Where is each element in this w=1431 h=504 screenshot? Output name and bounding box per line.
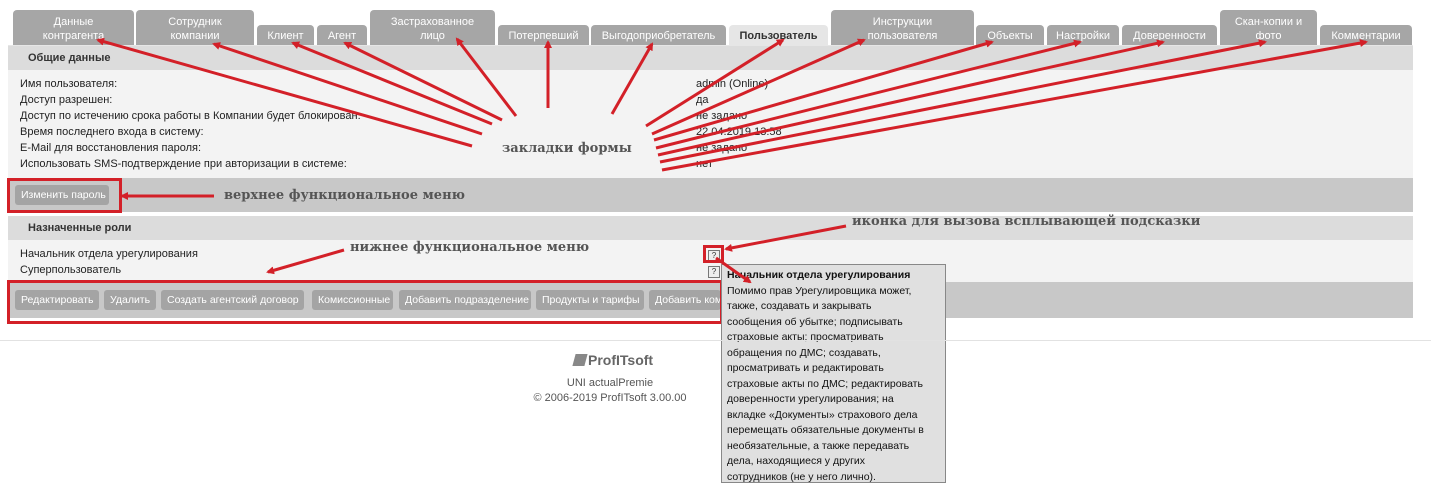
tooltip-line: необязательные, а также передавать — [727, 439, 910, 452]
tab-company-employee[interactable]: Сотрудник компании — [136, 10, 254, 46]
tab-client[interactable]: Клиент — [257, 25, 314, 46]
tab-user[interactable]: Пользователь — [729, 25, 828, 46]
highlight-help-icon — [703, 245, 724, 263]
field-label-recovery-email: E-Mail для восстановления пароля: — [20, 142, 201, 154]
tooltip-line: страховые акты; просматривать — [727, 331, 884, 343]
change-password-button[interactable]: Изменить пароль — [15, 185, 109, 205]
tooltip-line: страховые акты по ДМС; редактировать — [727, 377, 923, 390]
tab-label: Потерпевший — [508, 30, 579, 42]
tab-insured-person[interactable]: Застрахованное лицо — [370, 10, 495, 46]
field-value-access-expiry: не задано — [696, 110, 748, 122]
tab-agent[interactable]: Агент — [317, 25, 367, 46]
tooltip-line: сообщения об убытке; подписывать — [727, 315, 903, 328]
role-tooltip: Начальник отдела урегулирования Помимо п… — [721, 264, 946, 483]
tab-scans-photos[interactable]: Скан-копии и фото — [1220, 10, 1317, 46]
footer-logo: ProfITsoft — [572, 352, 654, 368]
tab-label: Сотрудник компании — [168, 16, 222, 42]
tab-label: Комментарии — [1331, 30, 1401, 42]
tab-label: Скан-копии и фото — [1234, 16, 1303, 42]
role-item: Начальник отдела урегулирования — [20, 248, 198, 260]
field-label-last-login: Время последнего входа в систему: — [20, 126, 204, 138]
footer-copyright: © 2006-2019 ProfITsoft 3.00.00 — [533, 392, 687, 404]
field-value-recovery-email: не задано — [696, 142, 748, 154]
highlight-top-menu — [7, 178, 122, 213]
field-label-sms-confirm: Использовать SMS-подтверждение при автор… — [20, 158, 347, 170]
tab-label: Агент — [327, 30, 357, 42]
tooltip-line: также, создавать и закрывать — [727, 300, 872, 312]
tab-label: Инструкции пользователя — [867, 16, 938, 42]
tab-settings[interactable]: Настройки — [1047, 25, 1119, 46]
edit-button[interactable]: Редактировать — [15, 290, 99, 310]
field-value-access: да — [696, 94, 709, 106]
tab-beneficiary[interactable]: Выгодоприобретатель — [591, 25, 726, 46]
highlight-bottom-menu — [7, 280, 723, 324]
tab-label: Объекты — [987, 30, 1033, 42]
tooltip-line: обращения по ДМС; создавать, — [727, 346, 881, 359]
logo-icon — [572, 354, 588, 366]
annotation-help-icon: иконка для вызова всплывающей подсказки — [852, 214, 1201, 229]
tooltip-line: дела, находящиеся у других — [727, 455, 866, 467]
create-agent-contract-button[interactable]: Создать агентский договор — [161, 290, 304, 310]
field-value-sms-confirm: нет — [696, 158, 713, 170]
tab-victim[interactable]: Потерпевший — [498, 25, 589, 46]
general-data-title: Общие данные — [8, 46, 1413, 70]
delete-button[interactable]: Удалить — [104, 290, 156, 310]
field-value-last-login: 22.04.2019 13:58 — [696, 126, 782, 138]
tab-label: Настройки — [1056, 30, 1110, 42]
tooltip-line: Помимо прав Урегулировщика может, — [727, 284, 912, 297]
tooltip-line: сотрудников (не у него лично). — [727, 470, 876, 483]
tab-user-instructions[interactable]: Инструкции пользователя — [831, 10, 974, 46]
role-item: Суперпользователь — [20, 264, 122, 276]
tab-bar: Данные контрагента Сотрудник компании Кл… — [0, 0, 1431, 46]
field-label-username: Имя пользователя: — [20, 78, 118, 90]
tooltip-line: доверенности урегулирования; на — [727, 393, 894, 405]
tab-label: Доверенности — [1133, 30, 1206, 42]
tooltip-line: просматривать и редактировать — [727, 362, 884, 374]
add-comment-button[interactable]: Добавить ком — [649, 290, 721, 310]
tab-counterparty-data[interactable]: Данные контрагента — [13, 10, 134, 46]
tooltip-title: Начальник отдела урегулирования — [727, 269, 911, 281]
help-icon[interactable]: ? — [708, 266, 720, 278]
top-function-menu — [8, 178, 1413, 212]
field-label-access: Доступ разрешен: — [20, 94, 113, 106]
tab-label: Клиент — [267, 30, 304, 42]
tab-label: Данные контрагента — [42, 16, 105, 42]
field-label-access-expiry: Доступ по истечению срока работы в Компа… — [20, 110, 361, 122]
tooltip-line: вкладке «Документы» страхового дела — [727, 408, 918, 421]
add-department-button[interactable]: Добавить подразделение — [399, 290, 531, 310]
tab-label: Выгодоприобретатель — [601, 30, 716, 42]
products-tariffs-button[interactable]: Продукты и тарифы — [536, 290, 644, 310]
tab-label: Застрахованное лицо — [390, 16, 475, 42]
annotation-form-tabs: закладки формы — [502, 141, 632, 156]
annotation-top-menu: верхнее функциональное меню — [224, 188, 465, 203]
field-value-username: admin (Online) — [696, 78, 769, 90]
assigned-roles-title: Назначенные роли — [8, 216, 1413, 240]
tooltip-line: перемещать обязательные документы в — [727, 424, 924, 436]
commissions-button[interactable]: Комиссионные — [312, 290, 393, 310]
tab-power-of-attorney[interactable]: Доверенности — [1122, 25, 1217, 46]
tab-comments[interactable]: Комментарии — [1320, 25, 1412, 46]
tab-label: Пользователь — [739, 30, 818, 42]
annotation-bottom-menu: нижнее функциональное меню — [350, 240, 590, 255]
logo-text: ProfITsoft — [588, 352, 654, 368]
tab-objects[interactable]: Объекты — [976, 25, 1044, 46]
footer-product: UNI actualPremie — [566, 377, 654, 389]
footer-divider — [0, 340, 1431, 341]
